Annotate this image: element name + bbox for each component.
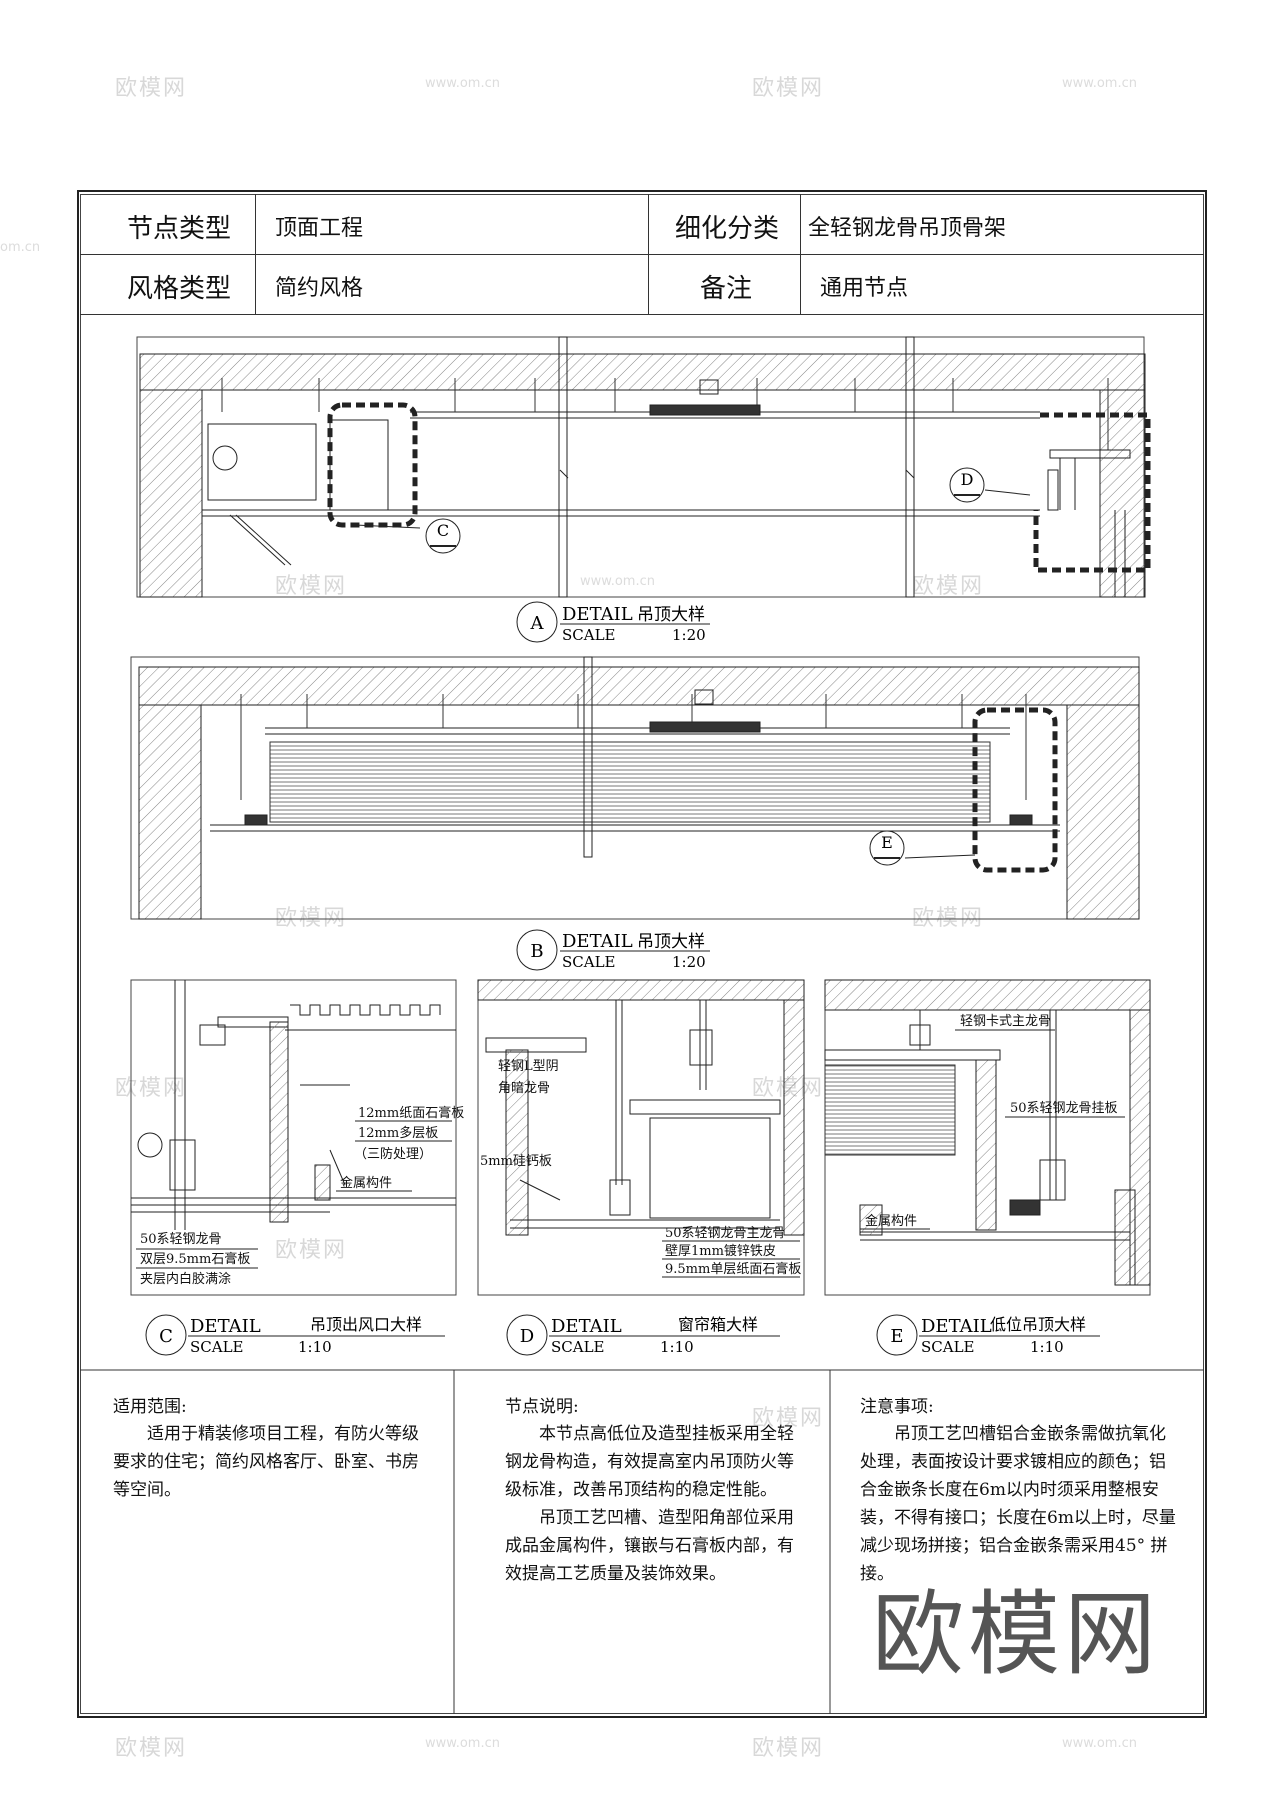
svg-text:D: D xyxy=(520,1326,534,1347)
callout-e-letter: E xyxy=(881,833,893,852)
svg-text:1:20: 1:20 xyxy=(672,626,706,644)
watermark-logo: 欧模网 xyxy=(115,1736,188,1761)
svg-text:1:10: 1:10 xyxy=(298,1338,332,1356)
label-d-main-keel: 50系轻钢龙骨主龙骨 xyxy=(665,1226,786,1241)
label-c-glue: 夹层内白胶满涂 xyxy=(140,1271,231,1287)
desc-paragraph: 本节点高低位及造型挂板采用全轻钢龙骨构造，有效提高室内吊顶防火等级标准，改善吊顶… xyxy=(505,1424,794,1500)
label-d-lkeel-2: 角暗龙骨 xyxy=(498,1081,550,1096)
remarks-label: 备注 xyxy=(700,274,753,304)
svg-text:B: B xyxy=(530,941,543,962)
watermark-url: www.om.cn xyxy=(580,574,655,589)
detail-d-drawing xyxy=(477,979,805,1296)
watermark-logo: 欧模网 xyxy=(752,76,825,101)
svg-text:DETAIL: DETAIL xyxy=(562,931,633,952)
callout-d-marker xyxy=(949,467,985,503)
watermark-logo: 欧模网 xyxy=(275,1238,348,1263)
label-d-calcium: 5mm硅钙板 xyxy=(480,1154,552,1169)
svg-text:SCALE: SCALE xyxy=(190,1338,244,1356)
label-c-fireproof: （三防处理） xyxy=(354,1146,432,1162)
svg-text:SCALE: SCALE xyxy=(562,953,616,971)
watermark-url: www.om.cn xyxy=(425,1736,500,1751)
svg-text:DETAIL: DETAIL xyxy=(190,1316,261,1337)
label-c-plywood: 12mm多层板 xyxy=(358,1125,438,1141)
detail-b-drawing xyxy=(130,656,1140,920)
style-type-label: 风格类型 xyxy=(127,274,232,304)
svg-text:吊顶大样: 吊顶大样 xyxy=(637,605,705,625)
drawing-frame xyxy=(77,190,1207,1718)
detail-e-drawing xyxy=(824,979,1151,1296)
caution-body: 吊顶工艺凹槽铝合金嵌条需做抗氧化处理，表面按设计要求镀相应的颜色；铝合金嵌条长度… xyxy=(860,1420,1182,1588)
desc-title: 节点说明: xyxy=(505,1397,579,1417)
caution-paragraph: 吊顶工艺凹槽铝合金嵌条需做抗氧化处理，表面按设计要求镀相应的颜色；铝合金嵌条长度… xyxy=(860,1424,1176,1584)
svg-text:SCALE: SCALE xyxy=(562,626,616,644)
svg-text:1:20: 1:20 xyxy=(672,953,706,971)
svg-text:DETAIL: DETAIL xyxy=(921,1316,992,1337)
watermark-url: www.om.cn xyxy=(1062,76,1137,91)
remarks-value: 通用节点 xyxy=(820,276,909,301)
title-block-c: C DETAIL 吊顶出风口大样 SCALE 1:10 xyxy=(145,1314,445,1356)
svg-text:SCALE: SCALE xyxy=(551,1338,605,1356)
watermark-logo: 欧模网 xyxy=(752,1736,825,1761)
title-block-b: B DETAIL 吊顶大样 SCALE 1:20 xyxy=(516,929,710,971)
label-c-gypsum: 12mm纸面石膏板 xyxy=(358,1105,464,1121)
label-d-single: 9.5mm单层纸面石膏板 xyxy=(665,1261,801,1277)
watermark-url: www.om.cn xyxy=(425,76,500,91)
svg-text:低位吊顶大样: 低位吊顶大样 xyxy=(990,1315,1086,1334)
node-type-value: 顶面工程 xyxy=(275,216,364,241)
label-e-hang-board: 50系轻钢龙骨挂板 xyxy=(1010,1101,1118,1116)
callout-d-letter: D xyxy=(961,470,974,489)
svg-text:E: E xyxy=(890,1326,903,1347)
svg-text:SCALE: SCALE xyxy=(921,1338,975,1356)
callout-c-marker xyxy=(425,518,461,554)
watermark-logo: 欧模网 xyxy=(115,76,188,101)
label-c-keel: 50系轻钢龙骨 xyxy=(140,1232,222,1247)
title-block-a: A DETAIL 吊顶大样 SCALE 1:20 xyxy=(516,601,710,644)
svg-text:DETAIL: DETAIL xyxy=(562,604,633,625)
caution-title: 注意事项: xyxy=(860,1397,934,1417)
title-block-e: E DETAIL 低位吊顶大样 SCALE 1:10 xyxy=(876,1314,1100,1356)
watermark-logo: 欧模网 xyxy=(912,574,985,599)
watermark-logo: 欧模网 xyxy=(115,1076,188,1101)
scope-title: 适用范围: xyxy=(113,1397,187,1417)
watermark-url: www.om.cn xyxy=(1062,1736,1137,1751)
node-type-label: 节点类型 xyxy=(127,214,232,244)
label-c-metal: 金属构件 xyxy=(340,1175,392,1191)
svg-text:A: A xyxy=(530,613,545,634)
svg-text:窗帘箱大样: 窗帘箱大样 xyxy=(678,1315,758,1334)
notes-grid xyxy=(80,1369,1204,1714)
detail-category-value: 全轻钢龙骨吊顶骨架 xyxy=(808,216,1007,241)
detail-c-drawing xyxy=(130,979,457,1296)
label-d-thickness: 壁厚1mm镀锌铁皮 xyxy=(665,1243,776,1259)
detail-category-label: 细化分类 xyxy=(675,214,780,244)
callout-c-letter: C xyxy=(437,521,449,540)
desc-paragraph: 吊顶工艺凹槽、造型阳角部位采用成品金属构件，镶嵌与石膏板内部，有效提高工艺质量及… xyxy=(505,1508,794,1584)
watermark-logo: 欧模网 xyxy=(752,1406,825,1431)
svg-text:1:10: 1:10 xyxy=(660,1338,694,1356)
watermark-logo: 欧模网 xyxy=(275,574,348,599)
title-block-d: D DETAIL 窗帘箱大样 SCALE 1:10 xyxy=(506,1314,780,1356)
svg-text:1:10: 1:10 xyxy=(1030,1338,1064,1356)
scope-body: 适用于精装修项目工程，有防火等级要求的住宅；简约风格客厅、卧室、书房等空间。 xyxy=(113,1420,431,1504)
svg-text:DETAIL: DETAIL xyxy=(551,1316,622,1337)
desc-body: 本节点高低位及造型挂板采用全轻钢龙骨构造，有效提高室内吊顶防火等级标准，改善吊顶… xyxy=(505,1420,807,1588)
watermark-url: om.cn xyxy=(0,240,41,255)
omw-logo: 欧模网 xyxy=(872,1581,1161,1688)
callout-e-marker xyxy=(869,830,905,866)
label-d-lkeel-1: 轻钢L型阴 xyxy=(498,1059,559,1074)
drawing-frame-inner xyxy=(80,194,1204,1714)
svg-text:C: C xyxy=(159,1326,173,1347)
detail-a-drawing xyxy=(136,336,1151,598)
style-type-value: 简约风格 xyxy=(275,276,364,301)
svg-text:吊顶出风口大样: 吊顶出风口大样 xyxy=(310,1315,422,1334)
label-e-main-keel: 轻钢卡式主龙骨 xyxy=(960,1014,1051,1029)
label-c-double: 双层9.5mm石膏板 xyxy=(140,1251,250,1267)
svg-text:吊顶大样: 吊顶大样 xyxy=(637,932,705,952)
scope-paragraph: 适用于精装修项目工程，有防火等级要求的住宅；简约风格客厅、卧室、书房等空间。 xyxy=(113,1424,419,1500)
label-e-metal: 金属构件 xyxy=(865,1213,917,1229)
